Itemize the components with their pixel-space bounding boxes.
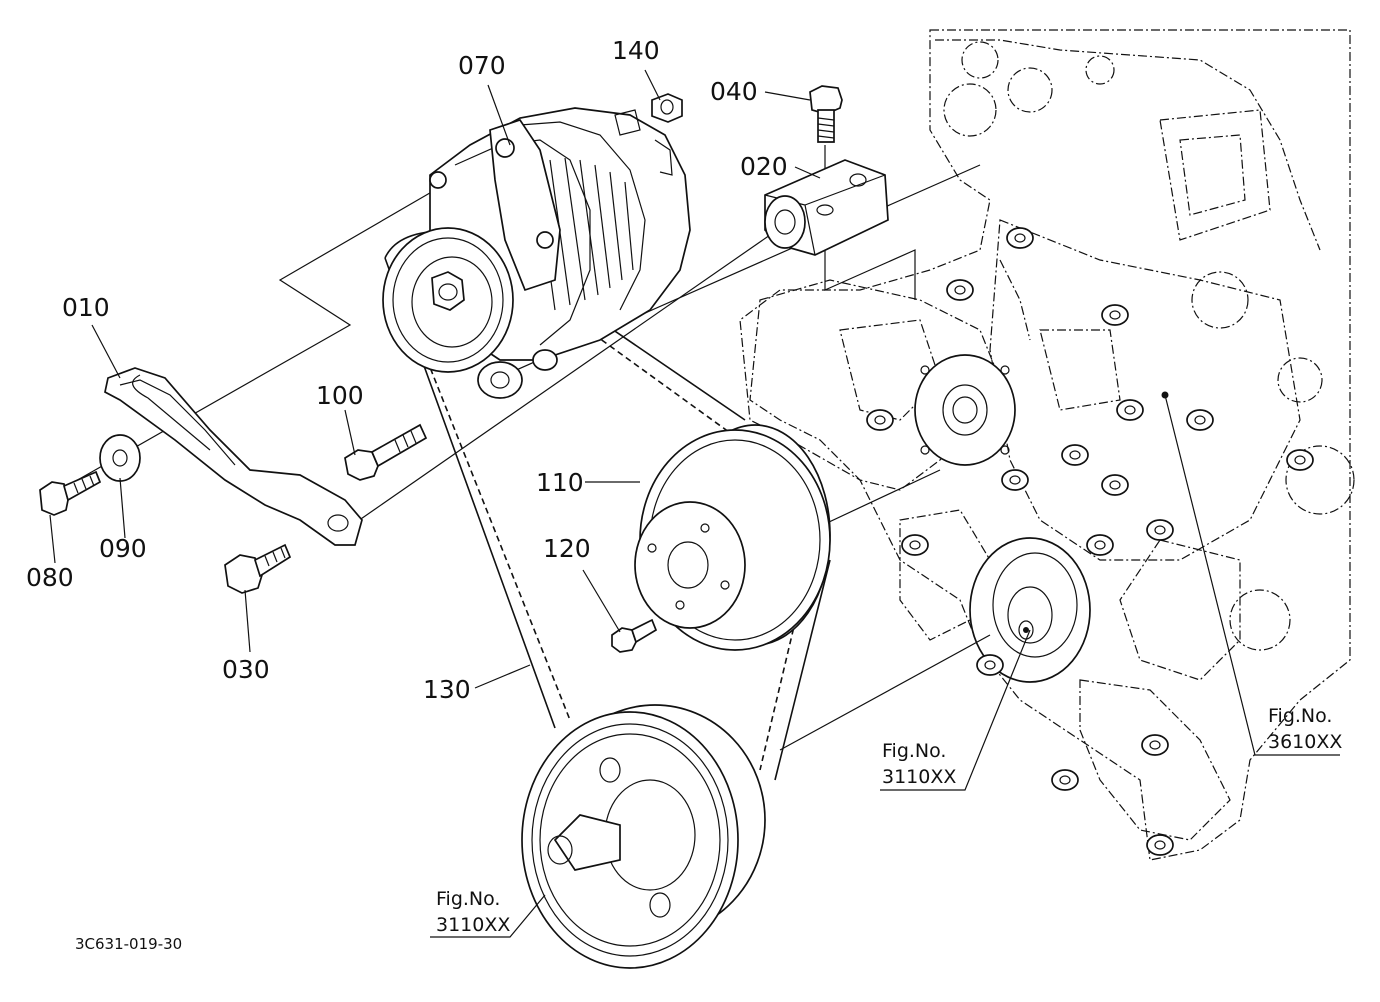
crankshaft-pulley bbox=[521, 704, 766, 969]
fig-ref-water-pump-line1: Fig.No. bbox=[1268, 705, 1332, 727]
fig-ref-crankshaft-line2: 3110XX bbox=[882, 766, 956, 788]
label-100: 100 bbox=[316, 381, 364, 410]
alternator-pulley bbox=[382, 227, 514, 373]
bolt-120 bbox=[611, 618, 658, 653]
label-120: 120 bbox=[543, 534, 591, 563]
engine-block-outline bbox=[739, 29, 1355, 861]
label-090: 090 bbox=[99, 534, 147, 563]
label-010: 010 bbox=[62, 293, 110, 322]
label-040: 040 bbox=[710, 77, 758, 106]
bolt-030 bbox=[224, 543, 292, 594]
fan-pulley-110 bbox=[634, 424, 831, 651]
callout-labels: 070 140 040 020 010 100 110 120 090 080 … bbox=[26, 36, 788, 704]
washer-090 bbox=[99, 434, 141, 482]
adjust-bracket-010 bbox=[104, 367, 363, 546]
bracket-020 bbox=[764, 159, 889, 256]
nut-140 bbox=[651, 93, 683, 123]
bolt-040 bbox=[809, 85, 843, 143]
label-080: 080 bbox=[26, 563, 74, 592]
label-140: 140 bbox=[612, 36, 660, 65]
fig-ref-crank-pulley-line2: 3110XX bbox=[436, 914, 510, 936]
engine-bolts bbox=[866, 227, 1314, 856]
fig-ref-crank-pulley-line1: Fig.No. bbox=[436, 888, 500, 910]
fig-ref-water-pump-line2: 3610XX bbox=[1268, 731, 1342, 753]
bolt-100 bbox=[344, 423, 428, 481]
label-110: 110 bbox=[536, 468, 584, 497]
drawing-number: 3C631-019-30 bbox=[75, 935, 182, 953]
label-030: 030 bbox=[222, 655, 270, 684]
fig-ref-crankshaft-line1: Fig.No. bbox=[882, 740, 946, 762]
label-020: 020 bbox=[740, 152, 788, 181]
label-070: 070 bbox=[458, 51, 506, 80]
bolt-080 bbox=[39, 470, 102, 516]
water-pump-flange bbox=[914, 354, 1169, 466]
figure-references: Fig.No. 3610XX Fig.No. 3110XX Fig.No. 31… bbox=[436, 705, 1342, 936]
label-130: 130 bbox=[423, 675, 471, 704]
leader-lines bbox=[49, 69, 1340, 938]
